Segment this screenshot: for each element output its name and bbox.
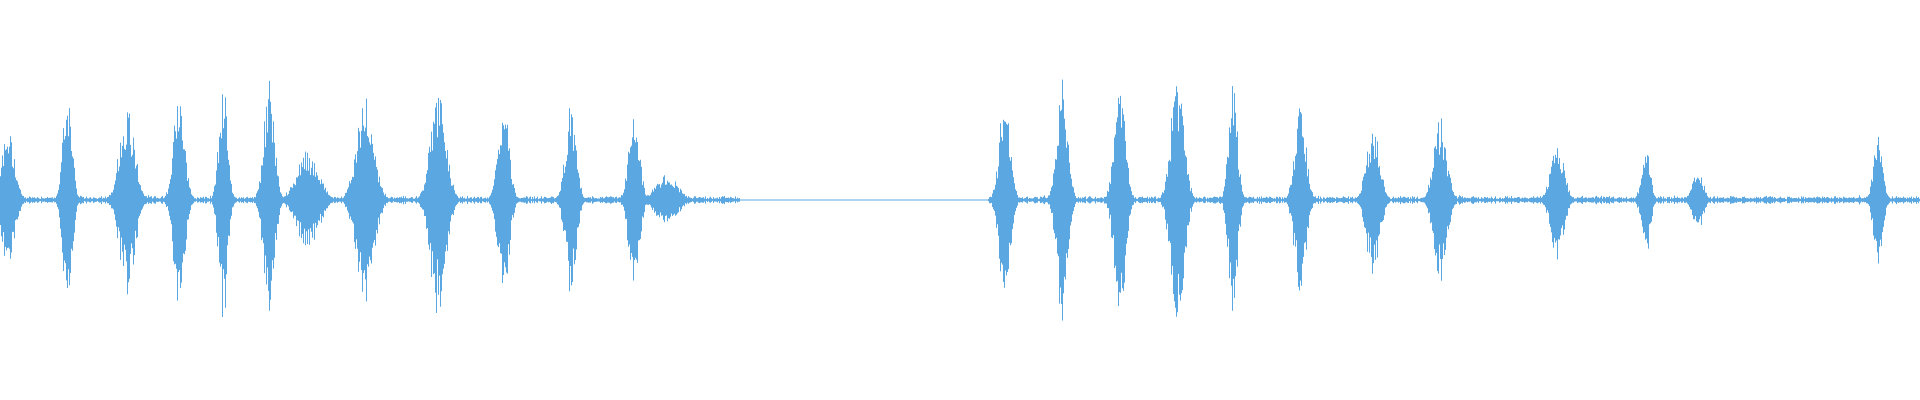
waveform-samples	[0, 79, 1920, 321]
